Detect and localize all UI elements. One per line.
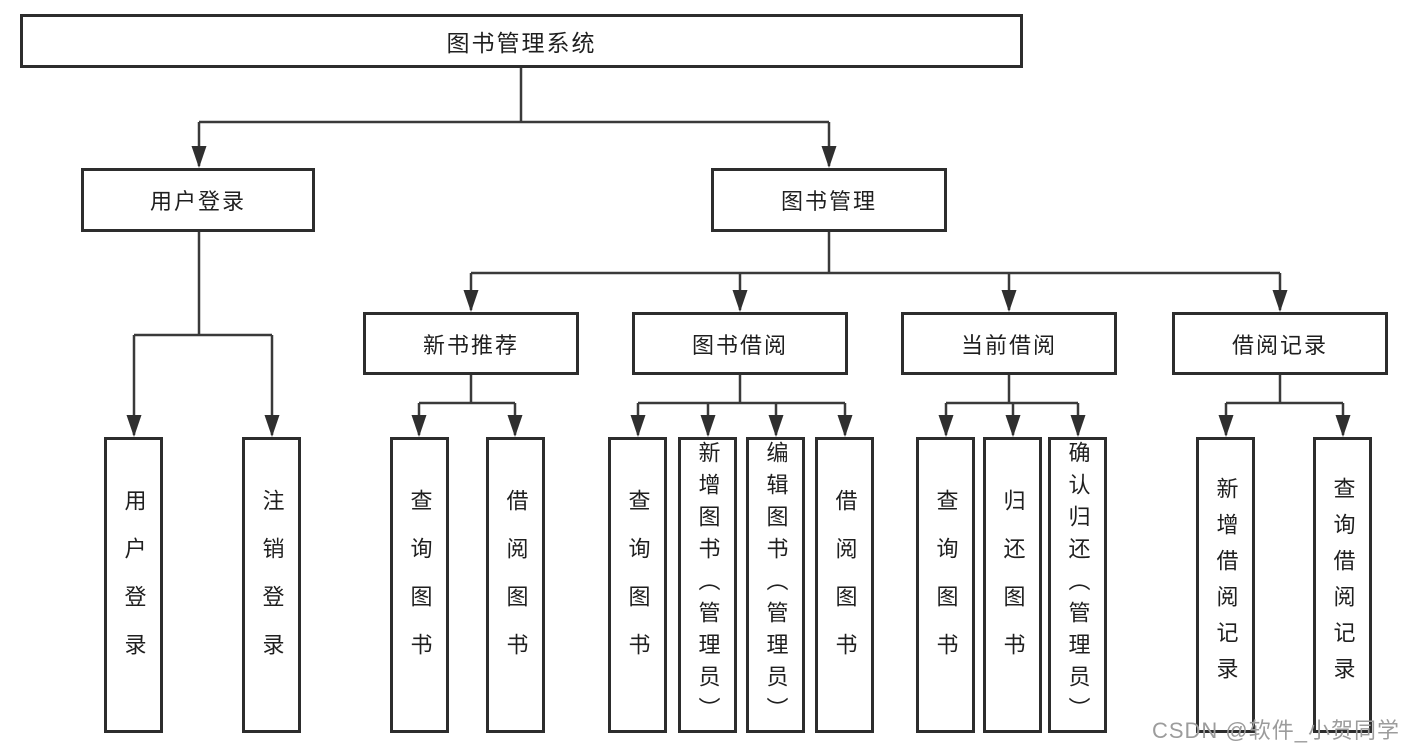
leaf-current-return-books: 归还图书 [983,437,1042,733]
leaf-borrowing-edit-books-admin: 编辑图书（管理员） [746,437,805,733]
leaf-borrowing-borrow-books: 借阅图书 [815,437,874,733]
csdn-watermark: CSDN @软件_小贺同学 [1151,718,1400,743]
node-book-management: 图书管理 [711,168,947,232]
leaf-borrowing-add-books-admin: 新增图书（管理员） [678,437,737,733]
node-new-book-recommendation: 新书推荐 [363,312,579,375]
leaf-recommend-borrow-books: 借阅图书 [486,437,545,733]
leaf-user-login: 用户登录 [104,437,163,733]
connector-path [132,68,1345,435]
root-node-library-management-system: 图书管理系统 [20,14,1023,68]
node-user-login: 用户登录 [81,168,315,232]
node-book-borrowing: 图书借阅 [632,312,848,375]
leaf-recommend-query-books: 查询图书 [390,437,449,733]
leaf-records-query-borrowing-record: 查询借阅记录 [1313,437,1372,733]
leaf-records-add-borrowing-record: 新增借阅记录 [1196,437,1255,733]
leaf-borrowing-query-books: 查询图书 [608,437,667,733]
node-borrowing-records: 借阅记录 [1172,312,1388,375]
leaf-current-confirm-return-admin: 确认归还（管理员） [1048,437,1107,733]
node-current-borrowing: 当前借阅 [901,312,1117,375]
leaf-logout: 注销登录 [242,437,301,733]
leaf-current-query-books: 查询图书 [916,437,975,733]
